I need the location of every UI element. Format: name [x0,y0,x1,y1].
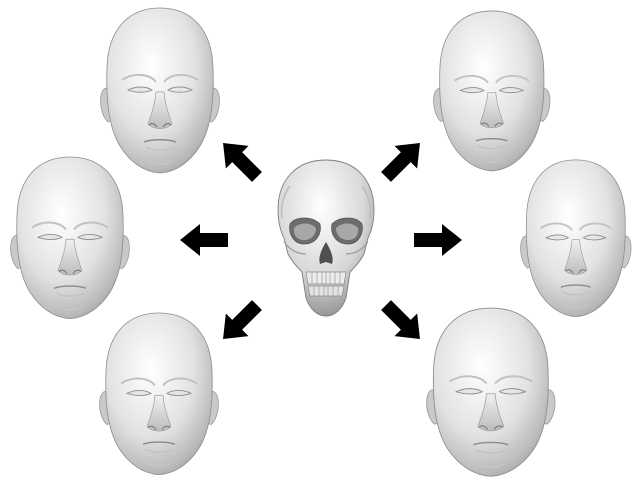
arrow-down-left [212,294,269,351]
arrow-right [414,224,462,256]
arrow-left [180,224,228,256]
face-bottom-left [100,313,219,475]
arrow-up-right [375,132,432,189]
face-mid-right [521,160,632,317]
arrow-up-left [212,132,269,189]
arrow-down-right [375,294,432,351]
face-top-right [434,11,550,171]
skull [278,160,374,316]
face-bottom-right [427,308,555,476]
face-top-left [101,8,220,173]
face-mid-left [11,157,130,319]
